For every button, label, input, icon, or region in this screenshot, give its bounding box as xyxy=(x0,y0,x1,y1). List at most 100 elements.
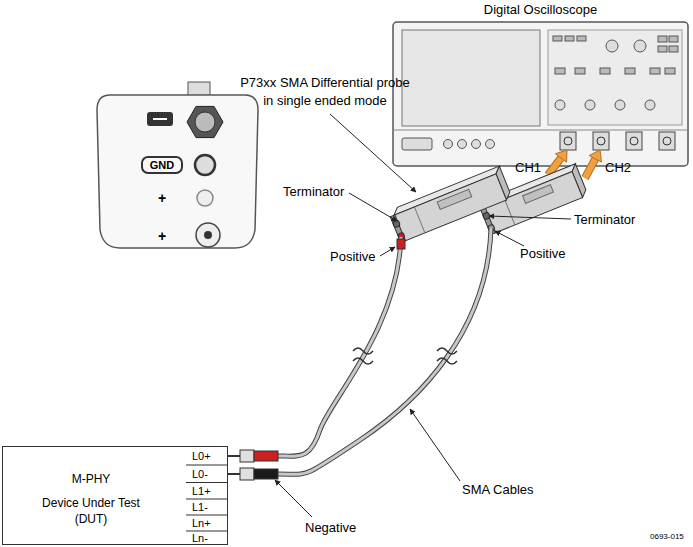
channel-input xyxy=(597,137,605,145)
pin-separator xyxy=(186,465,228,466)
part-label: Positive xyxy=(520,246,566,262)
probe-face-inset xyxy=(97,82,258,248)
scope-knob xyxy=(555,100,565,110)
figure-id: 0693-015 xyxy=(650,532,684,542)
scope-port xyxy=(472,140,481,149)
scope-button xyxy=(555,68,565,74)
scope-screen xyxy=(402,30,540,126)
pin-separator xyxy=(186,515,228,516)
scope-port xyxy=(444,140,453,149)
scope-knob xyxy=(645,100,655,110)
part-label: SMA Cables xyxy=(462,482,534,498)
scope-button xyxy=(658,36,667,42)
pin-wire xyxy=(228,473,240,475)
channel-input xyxy=(659,132,675,150)
probe-seam xyxy=(504,199,514,225)
pin-separator xyxy=(186,499,228,500)
scope-knob xyxy=(585,100,595,110)
part-label: Terminator xyxy=(574,212,635,228)
sma-cables xyxy=(228,228,491,480)
minus-sign xyxy=(153,118,167,120)
scope-divider xyxy=(393,130,688,131)
signal-name: Ln- xyxy=(192,531,208,545)
scope-button xyxy=(565,36,574,41)
oscilloscope: Digital Oscilloscope xyxy=(392,0,689,168)
scope-button xyxy=(650,68,660,74)
node-heading: M-PHY xyxy=(72,471,111,487)
arrow-shaft xyxy=(585,159,595,178)
leader-line xyxy=(349,193,397,221)
scope-button xyxy=(669,36,678,42)
plus-socket xyxy=(197,190,213,206)
plus-sma xyxy=(204,231,212,239)
pin-mark: GND xyxy=(142,158,182,172)
scope-knob xyxy=(634,40,646,52)
channel-input xyxy=(564,137,572,145)
node-heading: Digital Oscilloscope xyxy=(392,0,689,19)
node-text: Device Under Test (DUT) xyxy=(31,495,151,527)
arrow-head xyxy=(555,150,567,162)
pin-mark: + xyxy=(158,190,166,206)
gnd-socket xyxy=(195,155,215,175)
plus-sma xyxy=(196,223,220,247)
pin-rows xyxy=(186,465,228,531)
minus-pad xyxy=(147,112,173,126)
channel-input xyxy=(663,137,671,145)
scope-button xyxy=(577,36,586,41)
cable xyxy=(278,228,491,474)
red-sleeve xyxy=(254,451,278,461)
channel-input xyxy=(630,137,638,145)
leader-lines xyxy=(275,114,571,517)
signal-name: Ln+ xyxy=(192,516,211,530)
scope-button xyxy=(553,36,562,41)
scope-button xyxy=(665,68,675,74)
black-sleeve xyxy=(254,469,278,479)
probe-caption: P73xx SMA Differential probe in single e… xyxy=(236,74,414,110)
scope-port xyxy=(458,140,467,149)
scope-knob xyxy=(606,40,618,52)
signal-name: L1- xyxy=(192,500,208,514)
oscilloscope-drawing xyxy=(393,22,688,166)
scope-panel xyxy=(548,30,682,125)
scope-body xyxy=(393,22,688,166)
gnd-outline xyxy=(142,157,182,173)
scope-button xyxy=(669,46,678,52)
signal-name: L0+ xyxy=(192,449,211,463)
leader-line xyxy=(495,231,524,246)
probe-latch xyxy=(523,185,554,204)
inset-outline xyxy=(97,95,258,248)
probe-seam xyxy=(414,207,424,233)
cable xyxy=(278,228,491,474)
scope-button xyxy=(600,68,610,74)
part-label: Terminator xyxy=(283,184,344,200)
channel-label: CH1 xyxy=(515,160,541,176)
leader-line xyxy=(275,480,312,517)
probe-latch xyxy=(437,189,472,209)
scope-knob xyxy=(615,100,625,110)
pin-separator xyxy=(186,531,228,532)
scope-button xyxy=(625,68,635,74)
scope-port xyxy=(486,140,495,149)
channel-input xyxy=(560,132,576,150)
signal-name: L1+ xyxy=(192,484,211,498)
channel-label: CH2 xyxy=(605,160,631,176)
cable-break xyxy=(353,348,373,364)
arrow-head xyxy=(589,150,601,162)
probe-drawing xyxy=(388,166,512,243)
arrow-shaft xyxy=(585,159,595,178)
sma-nut xyxy=(195,112,215,132)
scope-switch xyxy=(402,138,432,150)
leader-line xyxy=(380,247,395,256)
scope-button xyxy=(575,68,585,74)
pin-mark: + xyxy=(158,228,166,244)
cable-break xyxy=(437,348,457,364)
pin-separator xyxy=(186,482,228,483)
sma-connector xyxy=(240,468,254,480)
channel-input xyxy=(626,132,642,150)
sma-connector xyxy=(240,450,254,462)
sma-nut xyxy=(187,106,223,137)
red-sleeve xyxy=(397,239,405,249)
signal-name: L0- xyxy=(192,467,208,481)
leader-line xyxy=(410,409,460,481)
